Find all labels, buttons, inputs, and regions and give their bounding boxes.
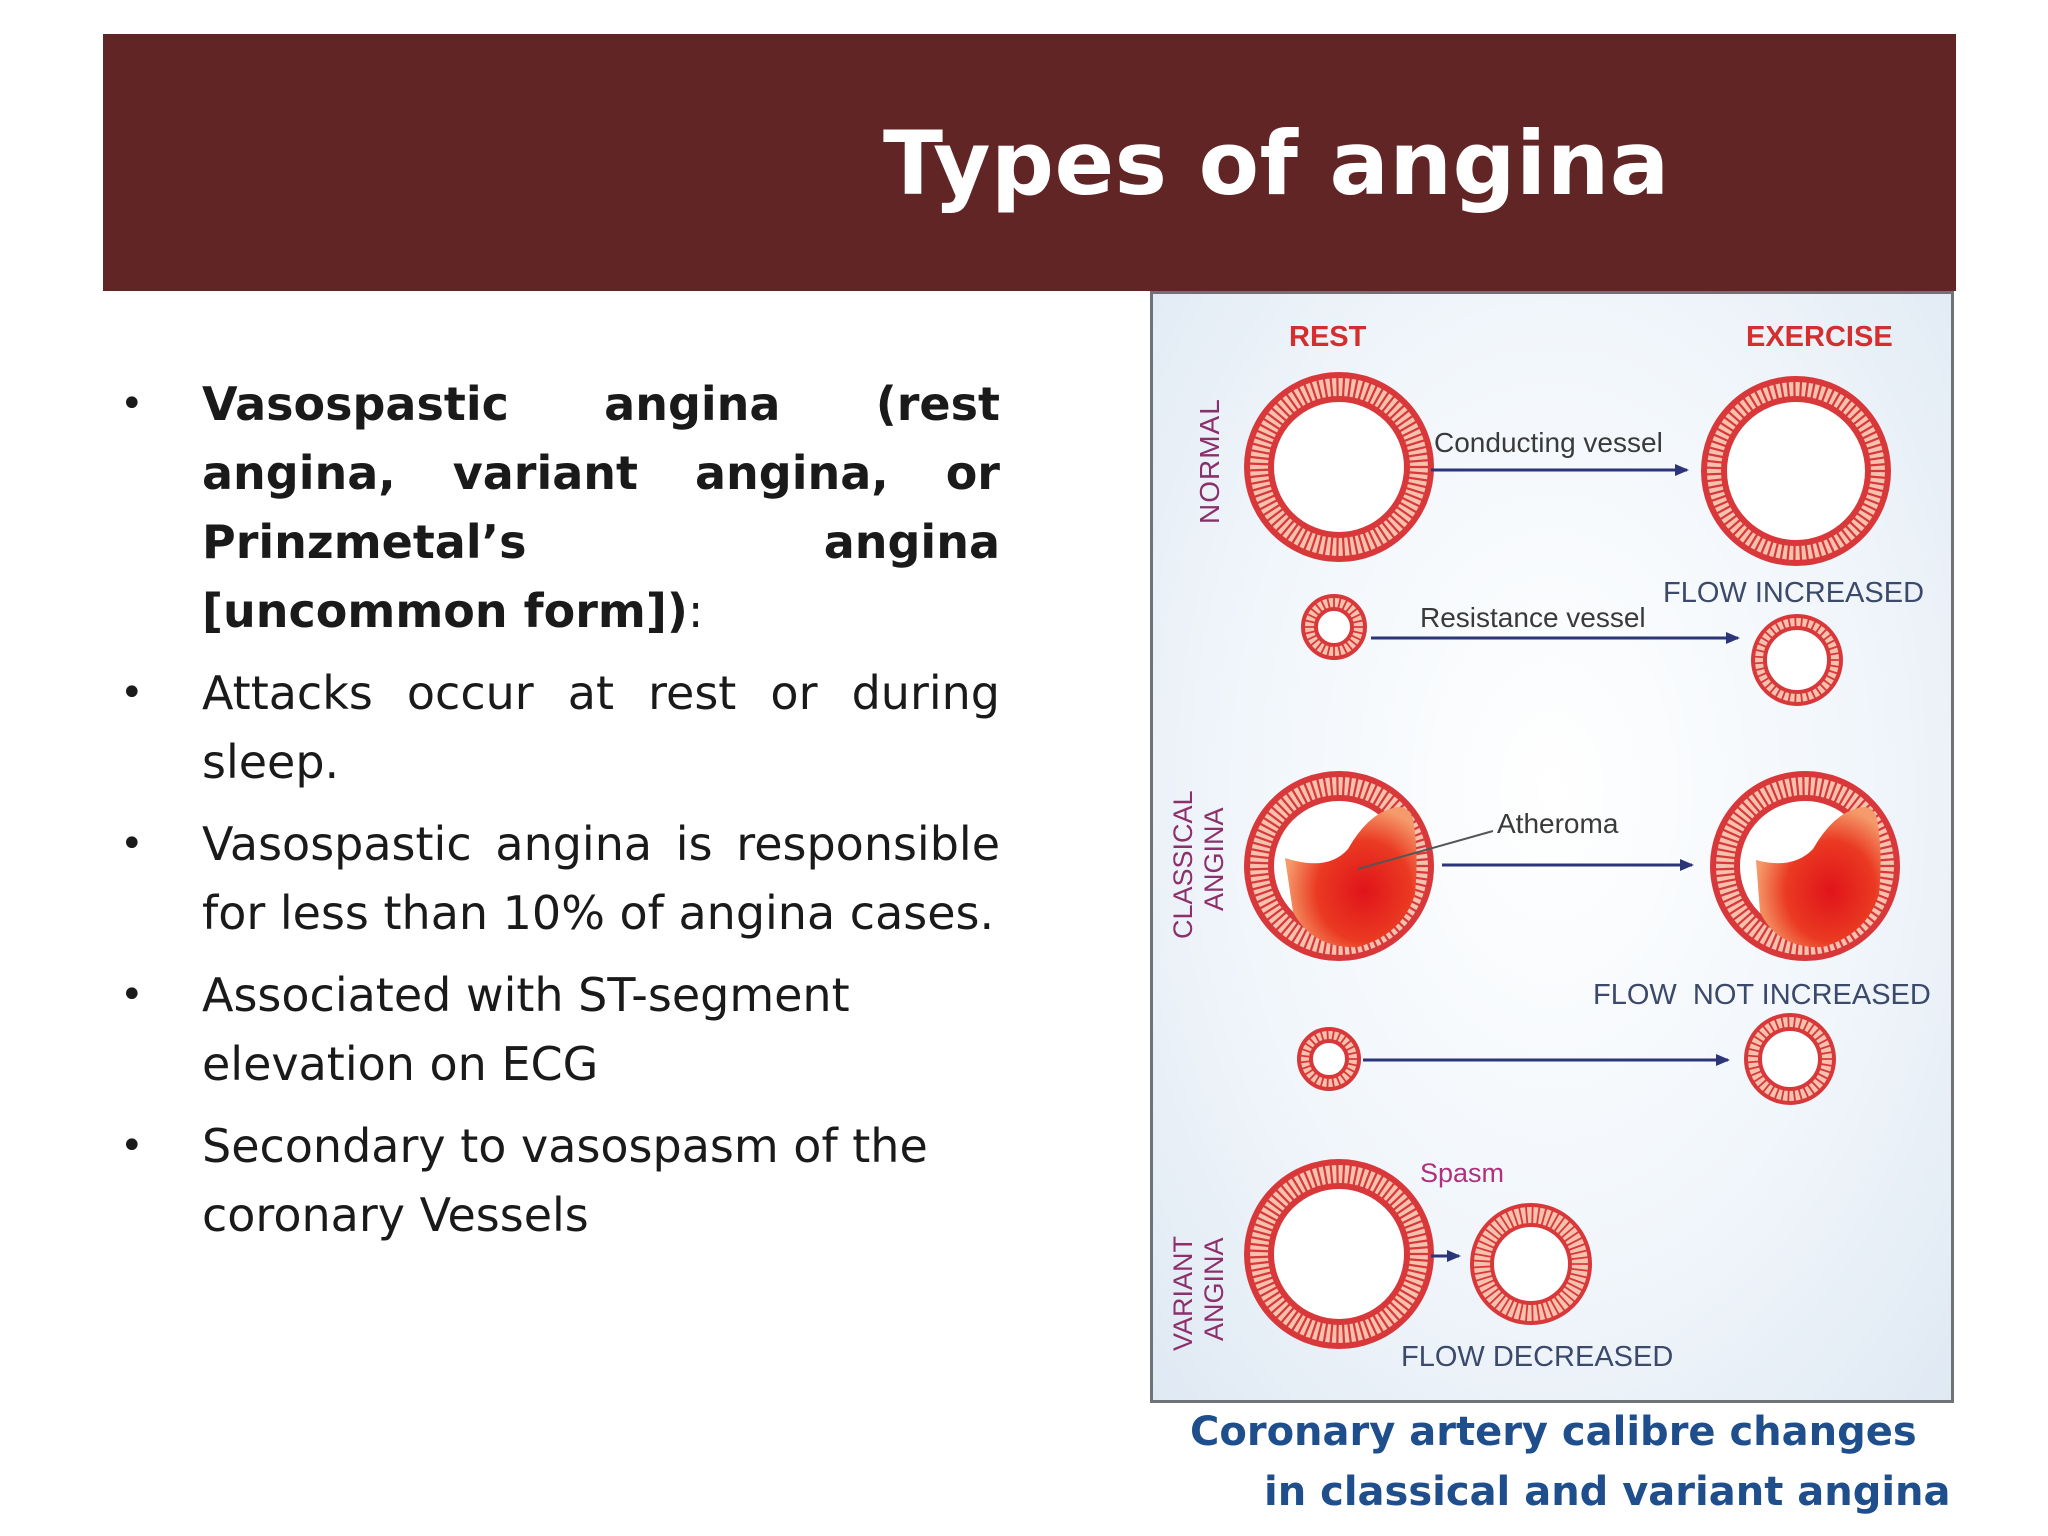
row-normal-label: NORMAL [1194,398,1225,524]
atheroma-label: Atheroma [1497,808,1619,839]
col-exercise-label: EXERCISE [1746,321,1893,353]
normal-rest-resistance-vessel [1301,594,1367,660]
slide-title: Types of angina [883,112,1670,215]
flow-decreased-label: FLOW DECREASED [1401,1341,1673,1373]
bullet-text: Attacks occur at rest or during sleep. [202,666,1000,789]
bullet-item: • Associated with ST-segment elevation on… [120,961,1000,1099]
bullet-bold-text: Vasospastic angina (rest angina, variant… [202,377,1000,638]
atheroma-pointer [1357,830,1494,870]
bullet-text: Secondary to vasospasm of the coronary V… [202,1119,928,1242]
caption-line-2: in classical and variant angina [1264,1469,1951,1515]
classical-exercise-resistance-vessel [1744,1013,1836,1105]
resistance-vessel-label: Resistance vessel [1420,602,1646,633]
normal-rest-conducting-vessel [1244,372,1434,562]
atheroma-plaque-exercise [1756,807,1881,948]
caption-line-1: Coronary artery calibre changes [1190,1409,1917,1455]
flow-not-increased-label: FLOW NOT INCREASED [1593,979,1931,1011]
bullet-dot-icon: • [120,670,144,716]
normal-exercise-conducting-vessel [1701,376,1891,566]
row-classical-label: CLASSICAL [1168,790,1198,939]
bullet-item: • Secondary to vasospasm of the coronary … [120,1112,1000,1250]
flow-increased-label: FLOW INCREASED [1663,577,1924,609]
bullet-text: Vasospastic angina is responsible for le… [202,817,1000,940]
spasm-label: Spasm [1420,1158,1504,1188]
bullet-dot-icon: • [120,972,144,1018]
normal-exercise-resistance-vessel [1751,614,1843,706]
title-bar: Types of angina [103,34,1956,291]
bullet-text: Associated with ST-segment elevation on … [202,968,850,1091]
figure-caption: Coronary artery calibre changes in class… [1150,1402,1954,1522]
artery-diagram: REST EXERCISE NORMAL CLASSICAL ANGINA VA… [1150,291,1954,1403]
row-variant-label-2: ANGINA [1199,1237,1229,1341]
bullet-dot-icon: • [120,821,144,867]
classical-rest-resistance-vessel [1297,1027,1361,1091]
bullet-item: • Attacks occur at rest or during sleep. [120,659,1000,797]
conducting-vessel-label: Conducting vessel [1434,427,1663,458]
variant-spasm-vessel [1470,1203,1592,1325]
bullet-dot-icon: • [120,381,144,427]
bullet-list: • Vasospastic angina (rest angina, varian… [120,370,1000,1263]
col-rest-label: REST [1289,321,1367,353]
bullet-dot-icon: • [120,1123,144,1169]
row-classical-label-2: ANGINA [1199,807,1229,911]
atheroma-plaque-rest [1285,807,1417,948]
bullet-text: : [687,584,704,638]
bullet-item: • Vasospastic angina is responsible for l… [120,810,1000,948]
row-variant-label: VARIANT [1168,1236,1198,1351]
variant-rest-vessel [1244,1159,1434,1349]
bullet-item: • Vasospastic angina (rest angina, varian… [120,370,1000,646]
